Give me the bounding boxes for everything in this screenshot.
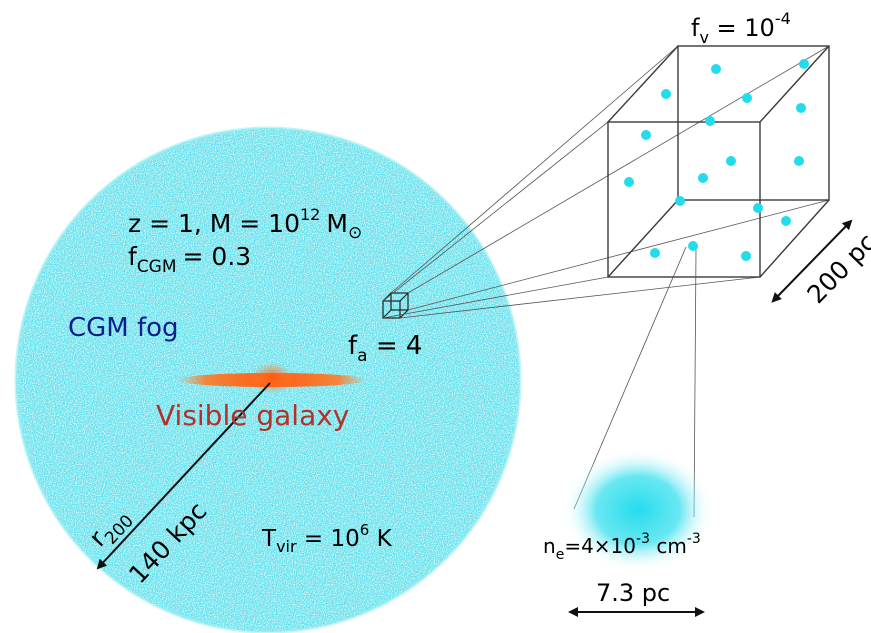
fa-sub: a: [357, 346, 367, 366]
cloud-size-label: 7.3 pc: [596, 579, 670, 607]
cloudlet: [781, 216, 791, 226]
svg-text:fa = 4: fa = 4: [348, 331, 422, 366]
small-cube-back: [390, 292, 409, 311]
cloudlet: [698, 173, 708, 183]
mass-text: z = 1, M = 10: [128, 209, 300, 238]
cgm-fog-label: CGM fog: [68, 313, 179, 343]
svg-text:fCGM= 0.3: fCGM = 0.3: [128, 242, 251, 277]
radius-arrow: [96, 382, 271, 570]
tvir-eq: = 10: [297, 526, 360, 552]
tvir-sub: vir: [276, 537, 297, 556]
large-cube-front: [607, 121, 761, 278]
ne-unit-exp: -3: [687, 531, 701, 547]
fa-main: f: [348, 331, 358, 361]
visible-galaxy: [177, 362, 367, 394]
halo-fog-edge: [14, 126, 522, 633]
cloudlet: [742, 93, 752, 103]
projection-lines: [382, 45, 830, 319]
mass-unit: M: [326, 209, 348, 238]
cloudlet: [753, 203, 763, 213]
ne-unit: cm: [650, 534, 687, 558]
svg-text:Tvir = 106 K: Tvir = 106 K: [261, 521, 393, 556]
cube-cloudlets: [624, 59, 809, 261]
cube-size-label: 200 pc: [801, 228, 871, 309]
cloudlet: [661, 89, 671, 99]
halo-params: z = 1, M = 1012 M⊙ fCGM = 0.3: [128, 205, 362, 277]
sun-symbol: ⊙: [348, 223, 362, 243]
cloudlet: [688, 241, 698, 251]
cloudlet: [799, 59, 809, 69]
cloudlet: [726, 156, 736, 166]
fv-exp: -4: [775, 9, 791, 28]
fcgm-f: f: [128, 242, 138, 271]
svg-text:fv = 10-4: fv = 10-4: [691, 9, 791, 47]
ne-eq: =4×10: [564, 534, 636, 558]
large-cube-back: [677, 45, 830, 201]
cloudlet: [641, 130, 651, 140]
cloudlet: [741, 251, 751, 261]
cloudlet: [794, 156, 804, 166]
fv-main: f: [691, 14, 700, 42]
galaxy-bulge: [250, 362, 294, 394]
fa-value: = 4: [368, 331, 423, 361]
cloudlet: [711, 64, 721, 74]
fcgm-value: = 0.3: [183, 242, 252, 271]
ne-exp: -3: [636, 531, 650, 547]
cloudlet: [675, 196, 685, 206]
fcgm-sub: CGM: [137, 257, 177, 277]
tvir-unit: K: [369, 526, 392, 552]
cloudlet: [796, 103, 806, 113]
cloudlet: [624, 177, 634, 187]
mass-exponent: 12: [300, 205, 320, 224]
ne-main: n: [543, 534, 556, 558]
tvir-exp: 6: [360, 521, 370, 539]
fv-eq: = 10: [709, 14, 775, 42]
cube-size-arrow: [771, 219, 853, 303]
large-cube: [607, 45, 830, 278]
cloudlet: [650, 248, 660, 258]
tvir-main: T: [261, 526, 277, 552]
ne-sub: e: [556, 547, 565, 563]
cloudlet: [705, 116, 715, 126]
zoomed-cloud: [562, 448, 714, 572]
visible-galaxy-label: Visible galaxy: [156, 399, 349, 432]
svg-text:ne=4×10-3 cm-3: ne=4×10-3 cm-3: [543, 531, 701, 563]
fv-sub: v: [699, 28, 708, 47]
